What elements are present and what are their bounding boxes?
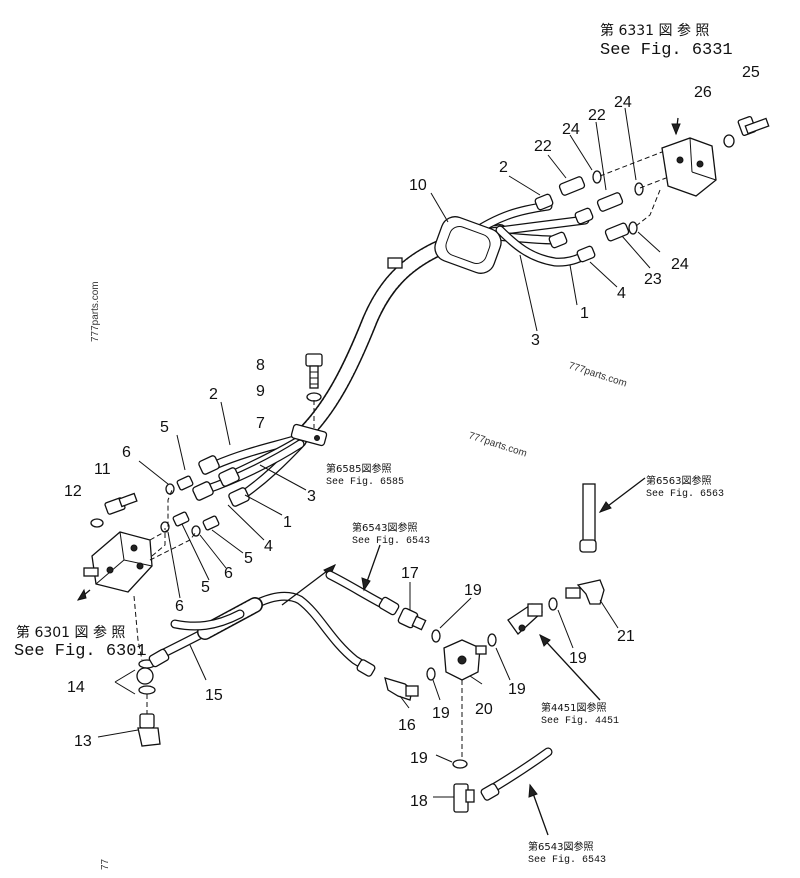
elbow-21: [565, 579, 605, 605]
hose-6543b: [480, 747, 553, 801]
callout-6: 6: [224, 565, 233, 582]
callout-8: 8: [256, 357, 265, 374]
leader-lines: [97, 107, 661, 798]
callout-3: 3: [307, 488, 316, 505]
hoses-left: [200, 433, 307, 502]
left-fittings: [160, 455, 250, 537]
ref-6543b-jp: 第6543図参照: [528, 840, 593, 853]
orings-19: [426, 597, 558, 769]
valve-block-6301: [83, 531, 153, 593]
clamp-7: [290, 423, 328, 447]
watermarks: 777parts.com 777parts.com 777parts.com 7…: [90, 281, 628, 870]
callout-5: 5: [201, 579, 210, 596]
ref-6563-en: See Fig. 6563: [646, 488, 724, 500]
callout-22: 22: [534, 138, 552, 155]
figure-references: 第 6331 図 参 照 See Fig. 6331 第 6301 図 参 照 …: [14, 22, 733, 866]
callout-9: 9: [256, 383, 265, 400]
bolt-25: [737, 116, 770, 136]
callout-19: 19: [569, 650, 587, 667]
ref-6543a-jp: 第6543図参照: [352, 521, 417, 534]
callout-5: 5: [244, 550, 253, 567]
ref-6585-en: See Fig. 6585: [326, 476, 404, 488]
callout-19: 19: [432, 705, 450, 722]
ref-4451-en: See Fig. 4451: [541, 715, 619, 727]
hose-6543a: [325, 570, 400, 616]
callout-11: 11: [94, 461, 111, 478]
bolt-11: [104, 492, 138, 515]
watermark-text: 777parts.com: [90, 281, 101, 342]
ref-6585-jp: 第6585図参照: [326, 462, 391, 475]
ref-4451-jp: 第4451図参照: [541, 701, 606, 714]
fitting-17: [397, 607, 427, 631]
corner-mark: 77: [100, 858, 111, 870]
ref-6543a-en: See Fig. 6543: [352, 535, 430, 547]
callout-19: 19: [464, 582, 482, 599]
elbow-16: [384, 677, 419, 701]
ref-6301-en: See Fig. 6301: [14, 642, 147, 661]
callout-26: 26: [694, 84, 712, 101]
callout-24: 24: [562, 121, 580, 138]
callout-14: 14: [67, 679, 85, 696]
callout-4: 4: [264, 538, 273, 555]
clamp-10: [387, 216, 502, 274]
valve-block-6331: [661, 137, 717, 197]
tee-18: [453, 783, 475, 813]
callout-20: 20: [475, 701, 493, 718]
callout-2: 2: [209, 386, 218, 403]
washer-26: [723, 134, 735, 148]
ref-6301-jp: 第 6301 図 参 照: [16, 624, 125, 641]
callout-2: 2: [499, 159, 508, 176]
callout-12: 12: [64, 483, 82, 500]
hose-15: [148, 591, 376, 677]
washer-12: [90, 518, 104, 528]
callout-6: 6: [175, 598, 184, 615]
callout-24: 24: [671, 256, 689, 273]
callout-1: 1: [580, 305, 589, 322]
callout-10: 10: [409, 177, 427, 194]
callout-13: 13: [74, 733, 92, 750]
callout-16: 16: [398, 717, 416, 734]
callout-19: 19: [508, 681, 526, 698]
callout-24: 24: [614, 94, 632, 111]
callout-6: 6: [122, 444, 131, 461]
hose-6563: [579, 483, 597, 553]
block-20: [443, 639, 487, 681]
right-fittings: [534, 170, 644, 263]
watermark-text: 777parts.com: [467, 430, 528, 459]
washer-9: [306, 392, 322, 402]
valve-4451: [507, 603, 543, 635]
ref-6543b-en: See Fig. 6543: [528, 854, 606, 866]
callout-18: 18: [410, 793, 428, 810]
callout-15: 15: [205, 687, 223, 704]
callout-5: 5: [160, 419, 169, 436]
ref-6331-en: See Fig. 6331: [600, 41, 733, 60]
callout-1: 1: [283, 514, 292, 531]
ref-6331-jp: 第 6331 図 参 照: [600, 22, 709, 39]
bolt-8: [305, 353, 323, 389]
fitting-13: [137, 713, 161, 747]
callout-17: 17: [401, 565, 419, 582]
ref-6563-jp: 第6563図参照: [646, 474, 711, 487]
callout-23: 23: [644, 271, 662, 288]
callout-3: 3: [531, 332, 540, 349]
callout-22: 22: [588, 107, 606, 124]
callout-numbers: 25 26 24 22 24 22 2 10 24 23 4 1 3 8 9 2…: [64, 64, 760, 810]
callout-25: 25: [742, 64, 760, 81]
callout-4: 4: [617, 285, 626, 302]
callout-21: 21: [617, 628, 635, 645]
callout-19: 19: [410, 750, 428, 767]
callout-7: 7: [256, 415, 265, 432]
banjo-14: [136, 659, 156, 695]
watermark-text: 777parts.com: [567, 360, 628, 389]
